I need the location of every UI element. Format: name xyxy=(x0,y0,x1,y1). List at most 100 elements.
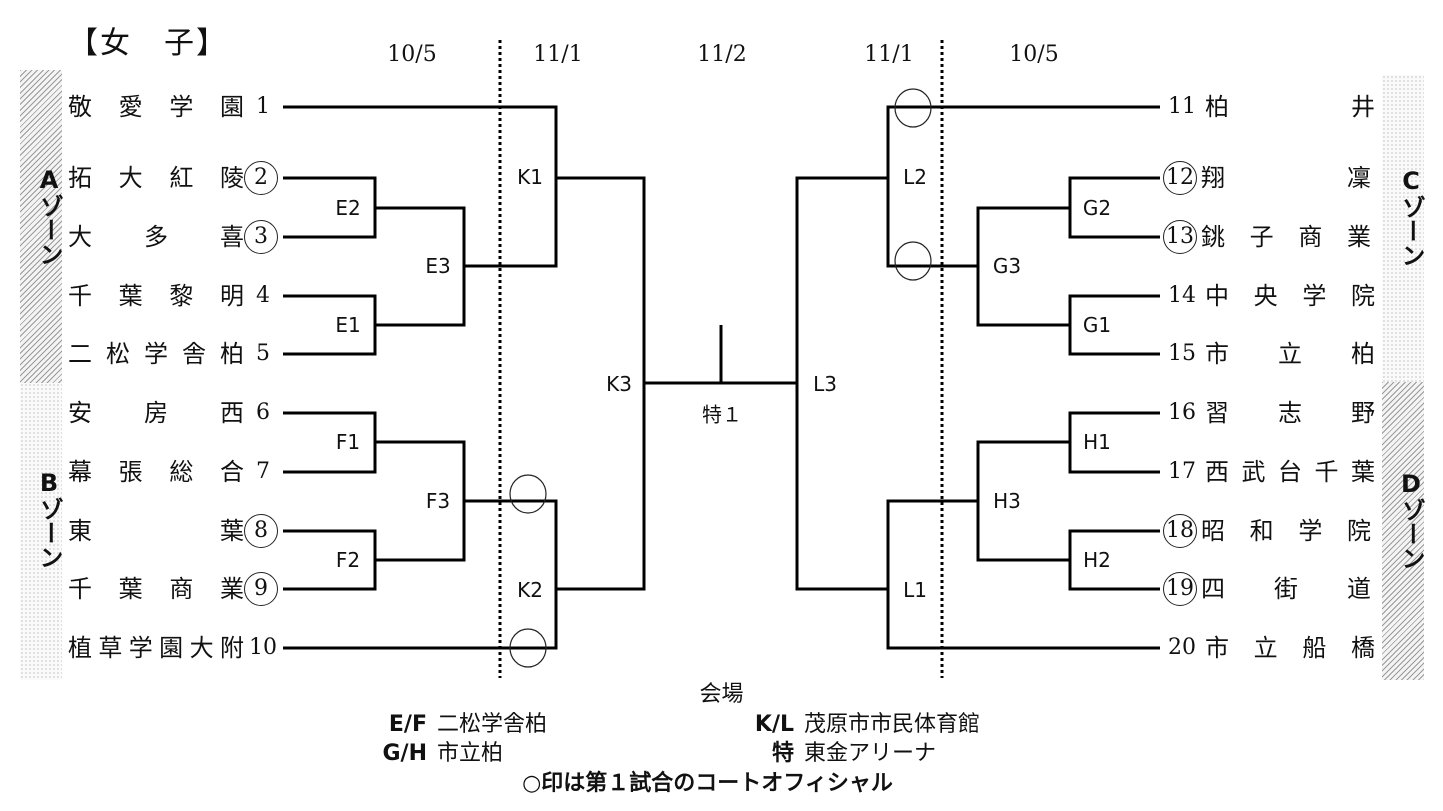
team-seed-circled: 2 xyxy=(244,161,278,195)
match-final: 特１ xyxy=(702,402,742,427)
match-k3: K3 xyxy=(606,372,632,396)
zone-b-label: Bゾーン xyxy=(35,469,63,569)
bracket-k2 xyxy=(283,499,558,650)
official-circle-l2-bottom xyxy=(894,241,932,281)
match-g1: G1 xyxy=(1082,313,1112,337)
team-name: 四街道 xyxy=(1201,575,1371,603)
match-h1: H1 xyxy=(1083,430,1111,454)
match-g2: G2 xyxy=(1082,196,1112,220)
match-e1: E1 xyxy=(335,313,361,337)
team-name: 拓大紅陵 xyxy=(68,164,244,192)
team-entry: 15 市立柏 xyxy=(1163,339,1375,369)
team-seed: 17 xyxy=(1168,459,1196,484)
team-seed-circled: 13 xyxy=(1163,220,1197,254)
team-name: 市立船橋 xyxy=(1205,634,1375,662)
match-k1: K1 xyxy=(517,165,543,189)
team-name: 中央学院 xyxy=(1205,282,1375,310)
match-k2: K2 xyxy=(517,578,543,602)
team-name: 東葉 xyxy=(68,517,244,545)
date-left-round1: 10/5 xyxy=(387,42,437,67)
zone-b-band: Bゾーン xyxy=(20,383,63,680)
legend-venue: 東金アリーナ xyxy=(804,741,937,766)
page-title: 【女 子】 xyxy=(68,26,228,61)
team-name: 習志野 xyxy=(1205,399,1375,427)
team-seed-circled: 9 xyxy=(244,572,278,606)
date-right-round2: 11/1 xyxy=(864,42,914,67)
bracket-g3 xyxy=(976,206,1070,327)
legend-code: E/F xyxy=(388,712,427,737)
team-seed-circled: 3 xyxy=(244,220,278,254)
bracket-f2 xyxy=(283,529,377,591)
match-g3: G3 xyxy=(992,254,1022,278)
zone-a-label: Aゾーン xyxy=(35,166,63,266)
team-name: 銚子商業 xyxy=(1201,223,1371,251)
team-name: 敬愛学園 xyxy=(68,93,244,121)
team-name: 安房西 xyxy=(68,399,244,427)
team-name: 幕張総合 xyxy=(68,458,244,486)
team-name: 翔凜 xyxy=(1201,164,1371,192)
team-entry: 幕張総合 7 xyxy=(68,457,282,487)
team-entry: 敬愛学園 1 xyxy=(68,92,282,122)
team-seed: 4 xyxy=(256,283,270,308)
legend-row-kl: K/L 茂原市市民体育館 xyxy=(730,706,980,738)
legend-code: G/H xyxy=(382,741,427,766)
legend-code: 特 xyxy=(771,741,794,766)
match-h2: H2 xyxy=(1083,548,1111,572)
team-name: 千葉黎明 xyxy=(68,282,244,310)
zone-d-band: Dゾーン xyxy=(1382,382,1425,680)
team-seed: 16 xyxy=(1168,400,1196,425)
team-seed: 15 xyxy=(1168,341,1196,366)
team-name: 二松学舎柏 xyxy=(68,340,244,368)
team-seed: 20 xyxy=(1168,635,1196,660)
team-seed: 5 xyxy=(256,341,270,366)
date-final: 11/2 xyxy=(697,42,747,67)
match-e2: E2 xyxy=(335,196,361,220)
bracket-l1 xyxy=(886,499,1160,650)
team-seed: 7 xyxy=(256,459,270,484)
legend-code: K/L xyxy=(754,712,794,737)
official-circle-k2-bottom xyxy=(509,628,547,668)
team-seed-circled: 18 xyxy=(1163,514,1197,548)
team-name: 市立柏 xyxy=(1205,340,1375,368)
bracket-e1 xyxy=(283,294,377,356)
zone-c-band: Cゾーン xyxy=(1382,75,1425,382)
team-name: 柏井 xyxy=(1205,93,1375,121)
legend-note: ○印は第１試合のコートオフィシャル xyxy=(522,771,893,796)
match-l3: L3 xyxy=(813,372,837,396)
match-f3: F3 xyxy=(425,489,451,513)
team-name: 昭和学院 xyxy=(1201,517,1371,545)
legend-venue: 茂原市市民体育館 xyxy=(804,712,981,737)
date-right-round1: 10/5 xyxy=(1009,42,1059,67)
bracket-e2 xyxy=(283,176,377,239)
match-f1: F1 xyxy=(335,430,361,454)
match-l2: L2 xyxy=(903,165,927,189)
legend-venue: 二松学舎柏 xyxy=(437,712,548,737)
bracket-l3 xyxy=(795,176,888,591)
team-entry: 千葉黎明 4 xyxy=(68,281,282,311)
team-seed: 1 xyxy=(256,94,270,119)
team-name: 大多喜 xyxy=(68,223,244,251)
official-circle-l2-top xyxy=(894,88,932,128)
bracket-l2 xyxy=(886,105,1160,268)
date-left-round2: 11/1 xyxy=(533,42,583,67)
team-name: 千葉商業 xyxy=(68,575,244,603)
legend-venue: 市立柏 xyxy=(437,741,504,766)
team-entry: 二松学舎柏 5 xyxy=(68,339,282,369)
legend-row-special: 特東金アリーナ xyxy=(730,735,936,767)
team-seed-circled: 12 xyxy=(1163,161,1197,195)
team-seed: 11 xyxy=(1168,94,1196,119)
team-name: 植草学園大附 xyxy=(68,634,244,662)
match-f2: F2 xyxy=(335,548,361,572)
legend-row-ef: E/F 二松学舎柏 xyxy=(365,706,547,738)
team-entry: 16 習志野 xyxy=(1163,398,1375,428)
